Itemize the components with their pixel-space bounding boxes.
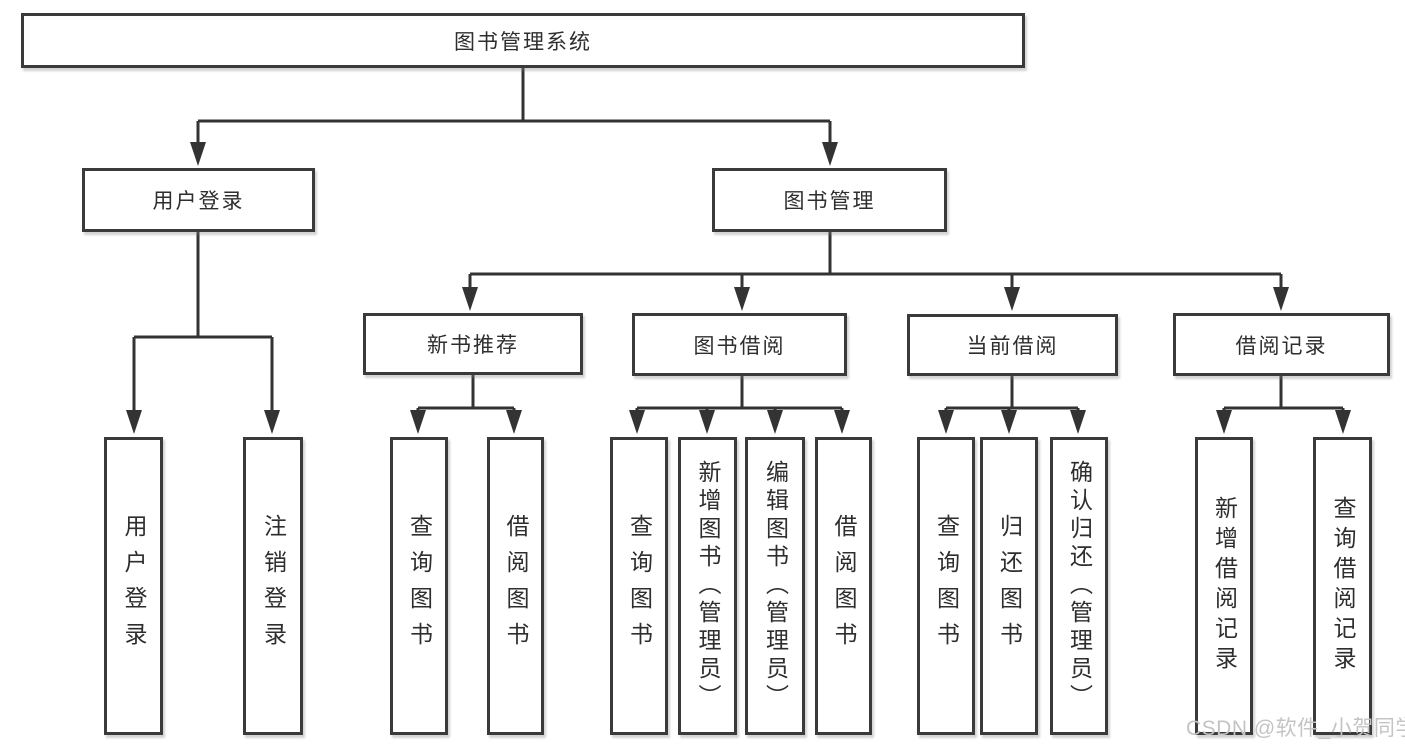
leaf-current-query-books: 查询图书	[917, 437, 975, 735]
node-root-label: 图书管理系统	[454, 30, 592, 54]
leaf-borrow-query-books: 查询图书	[610, 437, 668, 735]
node-book-borrow: 图书借阅	[632, 313, 847, 376]
leaf-query-borrow-record-label: 查询借阅记录	[1330, 496, 1356, 676]
leaf-user-login-label: 用户登录	[121, 514, 147, 658]
node-current-borrow: 当前借阅	[907, 314, 1118, 376]
node-user-login: 用户登录	[82, 168, 315, 232]
leaf-current-query-books-label: 查询图书	[933, 514, 960, 658]
leaf-add-books-admin: 新增图书（管理员）	[678, 437, 737, 735]
leaf-newbook-borrow-books-label: 借阅图书	[503, 514, 529, 658]
leaf-edit-books-admin-label: 编辑图书（管理员）	[762, 460, 789, 712]
leaf-add-borrow-record-label: 新增借阅记录	[1211, 496, 1238, 676]
leaf-confirm-return-admin-label: 确认归还（管理员）	[1066, 460, 1093, 712]
leaf-user-login: 用户登录	[104, 437, 163, 735]
leaf-newbook-borrow-books: 借阅图书	[487, 437, 544, 735]
node-root: 图书管理系统	[21, 13, 1025, 68]
leaf-newbook-query-books-label: 查询图书	[406, 514, 433, 658]
leaf-return-books-label: 归还图书	[996, 514, 1023, 658]
node-new-book-recommend-label: 新书推荐	[427, 334, 519, 357]
node-borrow-records-label: 借阅记录	[1235, 334, 1328, 358]
node-book-management-label: 图书管理	[783, 190, 876, 213]
node-book-borrow-label: 图书借阅	[693, 334, 786, 358]
node-current-borrow-label: 当前借阅	[966, 335, 1059, 358]
leaf-borrow-books-label: 借阅图书	[831, 514, 857, 658]
leaf-logout: 注销登录	[243, 437, 303, 735]
leaf-add-borrow-record: 新增借阅记录	[1195, 437, 1253, 735]
leaf-add-books-admin-label: 新增图书（管理员）	[695, 460, 721, 712]
leaf-borrow-books: 借阅图书	[815, 437, 872, 735]
node-user-login-label: 用户登录	[152, 190, 245, 213]
arrowheads	[126, 142, 1351, 434]
leaf-newbook-query-books: 查询图书	[390, 437, 448, 735]
leaf-borrow-query-books-label: 查询图书	[626, 514, 653, 658]
leaf-return-books: 归还图书	[980, 437, 1038, 735]
leaf-logout-label: 注销登录	[260, 514, 287, 658]
leaf-edit-books-admin: 编辑图书（管理员）	[745, 437, 805, 735]
node-new-book-recommend: 新书推荐	[363, 313, 583, 375]
node-borrow-records: 借阅记录	[1173, 313, 1390, 376]
node-book-management: 图书管理	[712, 168, 947, 232]
csdn-watermark: CSDN @软件_小贺同学	[1186, 717, 1405, 740]
leaf-query-borrow-record: 查询借阅记录	[1313, 437, 1372, 735]
leaf-confirm-return-admin: 确认归还（管理员）	[1050, 437, 1108, 735]
